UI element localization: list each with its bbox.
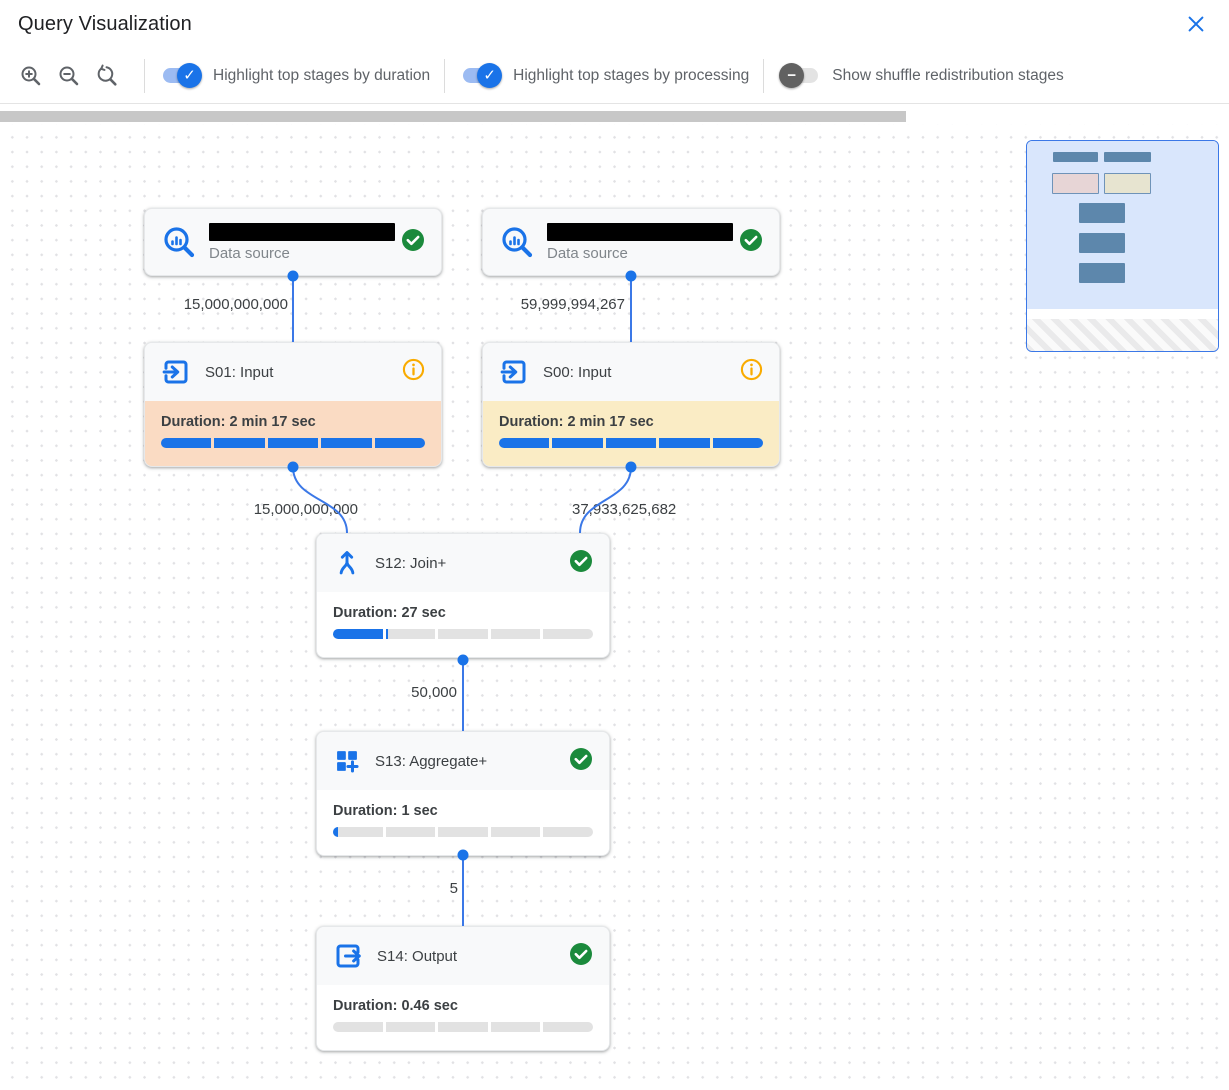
status-info-icon[interactable]	[402, 358, 425, 386]
toggle-switch[interactable]: ✓	[463, 63, 503, 88]
edge-row-count: 5	[449, 880, 458, 897]
minimap-node-highlight-duration	[1052, 173, 1099, 194]
duration-progress-bar	[333, 827, 593, 837]
stage-title: S13: Aggregate+	[375, 752, 488, 770]
duration-label: Duration: 1 sec	[333, 803, 438, 819]
zoom-in-icon	[21, 66, 41, 85]
toggle-thumb: −	[779, 63, 805, 88]
status-success-icon	[569, 942, 593, 971]
edge-row-count: 37,933,625,682	[572, 501, 677, 518]
redacted-table-name	[547, 222, 733, 241]
input-icon	[162, 360, 188, 384]
toggle-switch[interactable]: −	[779, 63, 819, 88]
minimap-outside-area	[1027, 319, 1218, 351]
edge-row-count: 15,000,000,000	[183, 296, 288, 313]
minimap-node	[1079, 203, 1125, 223]
toggle-label: Show shuffle redistribution stages	[832, 66, 1064, 84]
zoom-reset-icon	[97, 64, 117, 86]
close-icon	[1188, 16, 1204, 32]
duration-progress-bar	[499, 438, 764, 448]
zoom-reset-button[interactable]	[92, 61, 122, 91]
duration-label: Duration: 2 min 17 sec	[161, 414, 316, 430]
data-source-icon	[502, 227, 533, 258]
duration-label: Duration: 2 min 17 sec	[499, 414, 654, 430]
close-button[interactable]	[1183, 11, 1209, 37]
data-source-label: Data source	[209, 244, 290, 262]
toggle-highlight-processing[interactable]: ✓ Highlight top stages by processing	[459, 63, 750, 88]
toggle-label: Highlight top stages by processing	[513, 66, 750, 84]
minimap-node-highlight-processing	[1104, 173, 1151, 194]
node-stage-s14-output[interactable]: S14: Output Duration: 0.46 sec	[316, 926, 610, 1051]
minimap-viewport	[1027, 141, 1218, 309]
stage-title: S01: Input	[205, 363, 274, 381]
toolbar-divider	[763, 58, 765, 93]
node-stage-s01-input[interactable]: S01: Input Duration: 2 min 17 sec	[144, 342, 442, 467]
node-stage-s13-aggregate[interactable]: S13: Aggregate+ Duration: 1 sec	[316, 731, 610, 856]
duration-label: Duration: 0.46 sec	[333, 998, 458, 1014]
redacted-table-name	[209, 222, 395, 241]
status-success-icon	[569, 549, 593, 578]
duration-progress-bar	[333, 1022, 593, 1032]
graph-canvas[interactable]: 15,000,000,000 59,999,994,267 15,000,000…	[0, 124, 1229, 1090]
data-source-icon	[164, 227, 195, 258]
toolbar-divider	[144, 58, 145, 93]
duration-progress-bar	[333, 629, 593, 639]
minimap-node	[1104, 152, 1151, 162]
output-icon	[336, 944, 361, 968]
status-success-icon	[739, 228, 763, 257]
stage-title: S14: Output	[377, 947, 458, 965]
toggle-show-shuffle[interactable]: − Show shuffle redistribution stages	[778, 63, 1064, 88]
horizontal-scrollbar-thumb[interactable]	[0, 111, 906, 122]
toolbar-divider	[444, 58, 446, 93]
edge-row-count: 59,999,994,267	[520, 296, 625, 313]
zoom-out-icon	[59, 66, 79, 85]
stage-title: S00: Input	[543, 363, 612, 381]
horizontal-scrollbar	[0, 104, 1229, 124]
zoom-in-button[interactable]	[16, 61, 46, 91]
status-info-icon[interactable]	[740, 358, 763, 386]
minimap-node	[1079, 233, 1125, 253]
graph-toolbar: ✓ Highlight top stages by duration ✓ Hig…	[0, 48, 1229, 104]
edge-row-count: 15,000,000,000	[253, 501, 358, 518]
stage-duration-section: Duration: 27 sec	[317, 592, 609, 657]
toggle-thumb: ✓	[177, 63, 202, 88]
toggle-highlight-duration[interactable]: ✓ Highlight top stages by duration	[159, 63, 431, 88]
aggregate-icon	[337, 751, 359, 773]
node-stage-s12-join[interactable]: S12: Join+ Duration: 27 sec	[316, 533, 610, 658]
toggle-label: Highlight top stages by duration	[213, 66, 431, 84]
edge-row-count: 50,000	[411, 684, 457, 701]
duration-progress-bar	[161, 438, 426, 448]
stage-duration-section: Duration: 2 min 17 sec	[145, 401, 441, 466]
input-icon	[500, 360, 526, 384]
minimap-node	[1079, 263, 1125, 283]
node-stage-s00-input[interactable]: S00: Input Duration: 2 min 17 sec	[482, 342, 780, 467]
node-data-source-2[interactable]: Data source	[482, 208, 780, 276]
dialog-header: Query Visualization	[0, 0, 1229, 48]
status-success-icon	[569, 747, 593, 776]
stage-duration-section: Duration: 0.46 sec	[317, 985, 609, 1050]
stage-duration-section: Duration: 2 min 17 sec	[483, 401, 779, 466]
page-title: Query Visualization	[18, 12, 192, 35]
toggle-switch[interactable]: ✓	[163, 63, 202, 88]
data-source-label: Data source	[547, 244, 628, 262]
minimap[interactable]	[1026, 140, 1219, 352]
minimap-node	[1053, 152, 1098, 162]
stage-duration-section: Duration: 1 sec	[317, 790, 609, 855]
zoom-out-button[interactable]	[54, 61, 84, 91]
duration-label: Duration: 27 sec	[333, 605, 446, 621]
toggle-thumb: ✓	[477, 63, 503, 88]
node-data-source-1[interactable]: Data source	[144, 208, 442, 276]
join-icon	[339, 551, 355, 575]
status-success-icon	[401, 228, 425, 257]
stage-title: S12: Join+	[375, 554, 447, 572]
